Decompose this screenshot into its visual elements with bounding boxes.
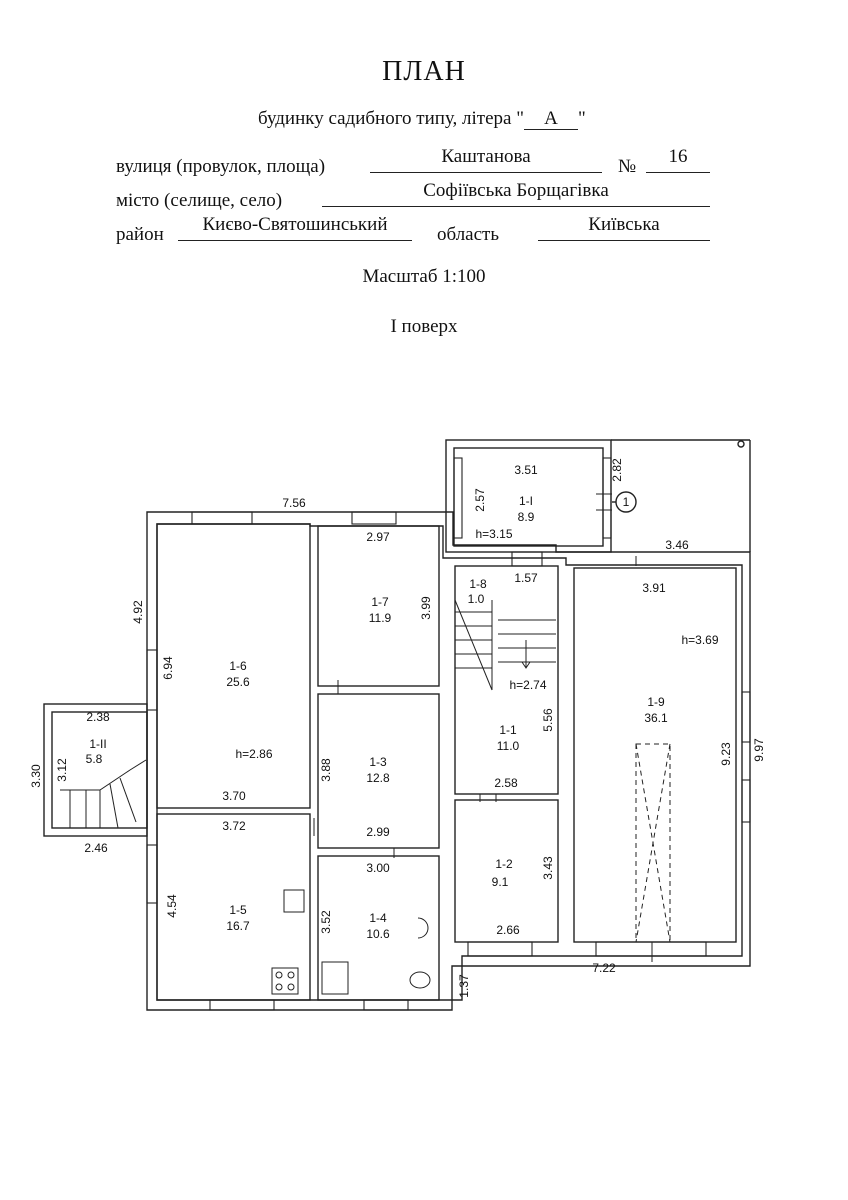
toilet-icon bbox=[409, 971, 431, 989]
room-1-9-height: h=3.69 bbox=[681, 633, 718, 647]
room-1-II-dim2: 3.12 bbox=[55, 758, 69, 782]
room-1-6-area: 25.6 bbox=[226, 675, 250, 689]
door-marks bbox=[313, 493, 653, 962]
porch-top-dim: 2.82 bbox=[610, 458, 624, 482]
room-1-9-dim2: 9.23 bbox=[719, 742, 733, 766]
shower-icon bbox=[321, 961, 349, 995]
subtitle-prefix: будинку садибного типу, літера " bbox=[258, 108, 524, 129]
room-1-I-height: h=3.15 bbox=[475, 527, 512, 541]
room-1-5-area: 16.7 bbox=[226, 919, 250, 933]
room-1-8-area: 1.0 bbox=[468, 592, 485, 606]
room-1-5-id: 1-5 bbox=[229, 903, 247, 917]
outer-bottom-right-dim: 7.22 bbox=[592, 961, 616, 975]
porch-left-dim: 3.30 bbox=[29, 764, 43, 788]
room-1-7-dim2: 3.99 bbox=[419, 596, 433, 620]
room-1-I-id: 1-I bbox=[519, 494, 533, 508]
room-1-I-dim2: 2.57 bbox=[473, 488, 487, 512]
city-label: місто (селище, село) bbox=[116, 190, 283, 211]
room-1-II-dim1: 2.38 bbox=[86, 710, 110, 724]
room-1-8-dim1: 1.57 bbox=[514, 571, 538, 585]
outer-right-dim: 9.97 bbox=[752, 738, 766, 762]
room-1-3-id: 1-3 bbox=[369, 755, 387, 769]
room-1-9-outline bbox=[573, 567, 737, 943]
room-1-9-dim1: 3.91 bbox=[642, 581, 666, 595]
room-1-6-height: h=2.86 bbox=[235, 747, 272, 761]
room-1-6-id: 1-6 bbox=[229, 659, 247, 673]
garage-pit bbox=[635, 743, 671, 943]
region-label: область bbox=[437, 224, 500, 245]
room-1-I-area: 8.9 bbox=[518, 510, 535, 524]
street-field: Каштанова bbox=[370, 146, 602, 173]
windows bbox=[146, 457, 751, 1011]
street-label: вулиця (провулок, площа) bbox=[116, 156, 326, 177]
room-1-1-id: 1-1 bbox=[499, 723, 517, 737]
sink-icon bbox=[283, 889, 305, 913]
room-1-8-id: 1-8 bbox=[469, 577, 487, 591]
room-1-3-dim2: 2.99 bbox=[366, 825, 390, 839]
subtitle-suffix: " bbox=[577, 108, 586, 129]
room-1-1-area: 11.0 bbox=[497, 739, 520, 753]
stove-icon bbox=[271, 967, 299, 995]
subtitle: будинку садибного типу, літера "А" bbox=[258, 108, 586, 130]
room-1-II-area: 5.8 bbox=[86, 752, 103, 766]
room-1-5-dim2: 4.54 bbox=[165, 894, 179, 918]
room-1-2-id: 1-2 bbox=[495, 857, 513, 871]
room-1-5-dim1: 3.72 bbox=[222, 819, 246, 833]
room-1-2-dim1: 3.43 bbox=[541, 856, 555, 880]
room-1-2-dim2: 2.66 bbox=[496, 923, 520, 937]
staircase bbox=[60, 599, 556, 829]
number-field: 16 bbox=[646, 146, 710, 173]
outer-top-dim: 7.56 bbox=[282, 496, 306, 510]
number-label: № bbox=[618, 156, 637, 177]
room-1-3-outline bbox=[317, 693, 440, 849]
floor-label: I поверх bbox=[390, 316, 458, 337]
room-1-6-dim1: 6.94 bbox=[161, 656, 175, 680]
room-1-7-area: 11.9 bbox=[369, 611, 392, 625]
district-field: Києво-Святошинський bbox=[178, 214, 412, 241]
room-1-1-dim1: 5.56 bbox=[541, 708, 555, 732]
outer-bottom-gap-dim: 1.37 bbox=[457, 974, 471, 998]
marker-label: 1 bbox=[623, 495, 630, 509]
room-1-4-area: 10.6 bbox=[366, 927, 390, 941]
room-1-1-dim2: 2.58 bbox=[494, 776, 518, 790]
room-1-7-outline bbox=[317, 525, 440, 687]
letter-field: А bbox=[523, 109, 578, 130]
district-label: район bbox=[116, 224, 164, 245]
room-1-9-area: 36.1 bbox=[644, 711, 668, 725]
room-1-7-dim1: 2.97 bbox=[366, 530, 390, 544]
room-1-6-dim2: 3.70 bbox=[222, 789, 246, 803]
region-field: Київська bbox=[538, 214, 710, 241]
washbasin-icon bbox=[417, 917, 429, 939]
room-1-7-id: 1-7 bbox=[371, 595, 389, 609]
outer-left-upper-dim: 4.92 bbox=[131, 600, 145, 624]
room-1-4-id: 1-4 bbox=[369, 911, 387, 925]
porch-bottom-dim: 2.46 bbox=[84, 841, 108, 855]
room-1-1-height: h=2.74 bbox=[509, 678, 546, 692]
room-1-9-id: 1-9 bbox=[647, 695, 665, 709]
room-1-2-area: 9.1 bbox=[492, 875, 509, 889]
fixtures bbox=[271, 889, 431, 995]
room-1-3-dim1: 3.88 bbox=[319, 758, 333, 782]
room-1-I-dim1: 3.51 bbox=[514, 463, 538, 477]
plan-title: ПЛАН bbox=[382, 56, 466, 87]
room-1-4-dim2: 3.52 bbox=[319, 910, 333, 934]
room-1-1-outline bbox=[454, 565, 559, 795]
terrace-dim: 3.46 bbox=[665, 538, 689, 552]
scale-label: Масштаб 1:100 bbox=[362, 266, 486, 287]
room-1-3-area: 12.8 bbox=[366, 771, 390, 785]
room-1-II-id: 1-II bbox=[89, 737, 106, 751]
city-field: Софіївська Борщагівка bbox=[322, 180, 710, 207]
room-1-4-dim1: 3.00 bbox=[366, 861, 390, 875]
